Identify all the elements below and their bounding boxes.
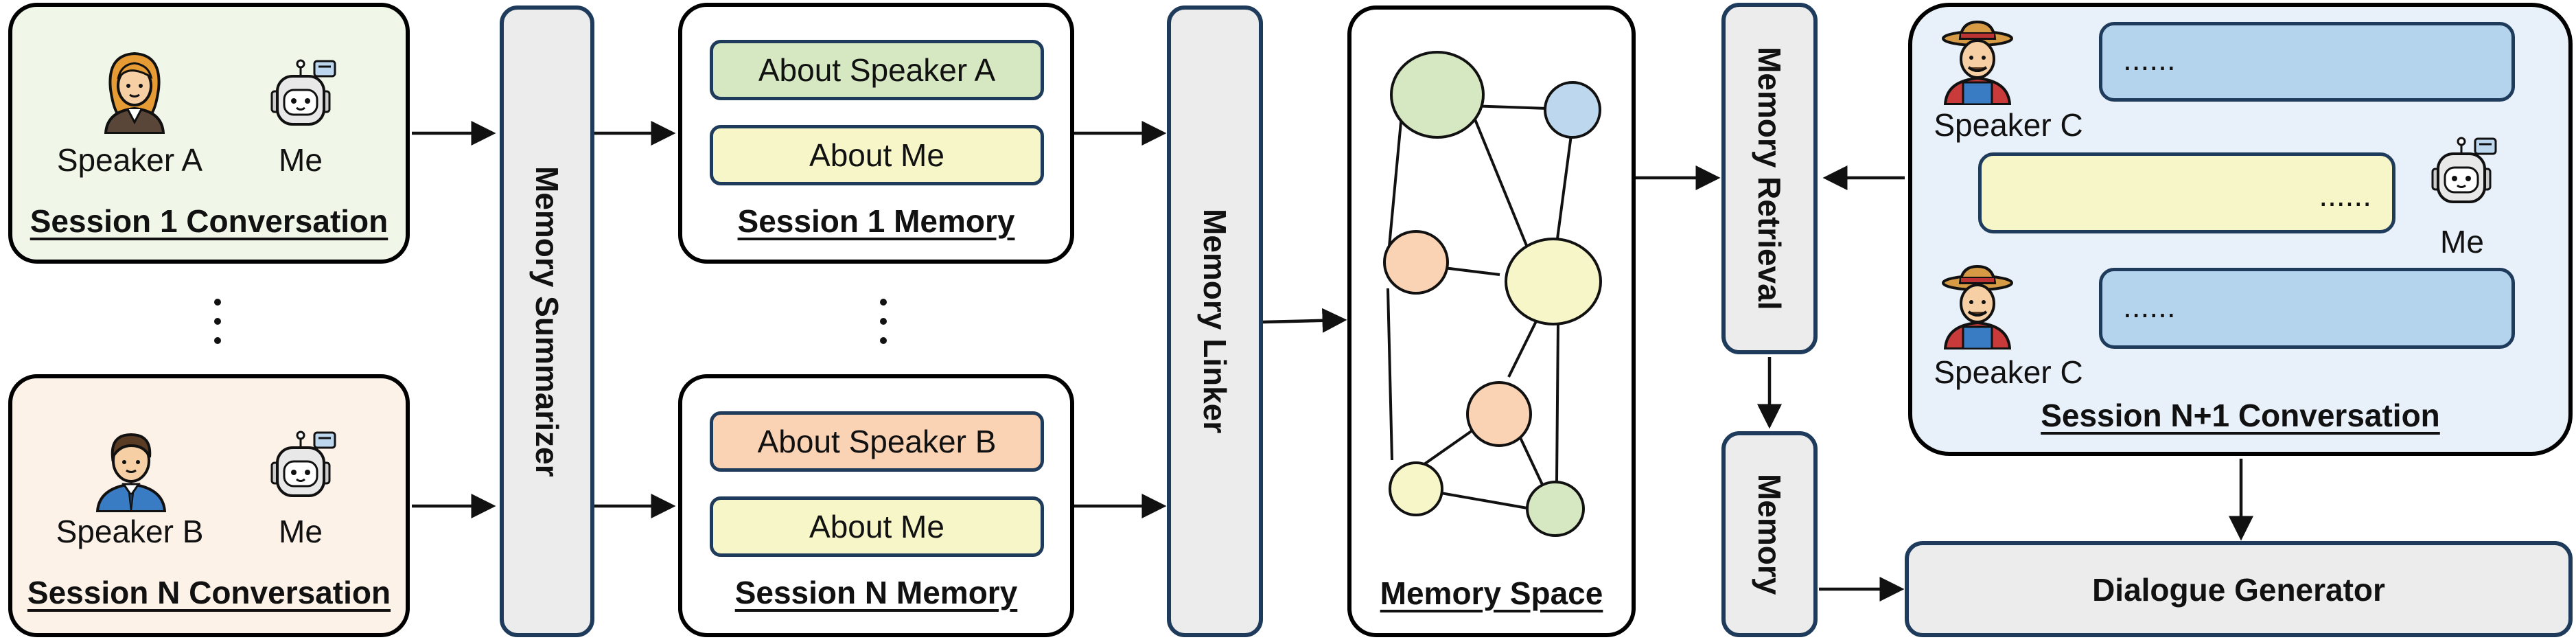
me-message-bubble: ...... [1978,152,2395,233]
memory-label: Memory [1752,473,1787,595]
speaker-b-label: Speaker B [56,514,204,549]
bubble-ellipsis-text: ...... [2123,41,2176,77]
memory-retrieval-label: Memory Retrieval [1752,47,1787,310]
bubble-ellipsis-text: ...... [2123,288,2176,324]
graph-edge [1555,322,1559,481]
robot-me-icon [2422,136,2504,215]
memory-space-title: Memory Space [1380,575,1603,611]
arrow-linker-to-space [1262,308,1347,333]
graph-edge [1467,104,1529,248]
woman-speaker-icon [100,48,169,137]
robot-me-icon [261,58,343,137]
man-speaker-icon [93,426,169,516]
memory-bar: Memory [1721,431,1818,637]
sessionN-memory-box: About Speaker B About Me Session N Memor… [678,374,1074,637]
graph-node-orange [1466,381,1532,447]
me-label: Me [279,142,323,178]
memory-space-box: Memory Space [1347,5,1636,637]
sessionN-conversation-box: Speaker B Me Session N Conversation [8,374,410,637]
graph-node-green [1390,51,1485,139]
sessionN-conversation-title: Session N Conversation [27,575,391,610]
sessionN1-conversation-box: Speaker C ...... ...... Me [1908,3,2573,456]
memory-linker-label: Memory Linker [1197,209,1233,434]
me-label: Me [2440,224,2484,260]
graph-node-blue [1544,81,1601,139]
speaker-c-label: Speaker C [1934,107,2083,143]
speaker-a-label: Speaker A [56,142,203,178]
graph-edge [1516,430,1546,490]
about-me-pill: About Me [710,125,1044,185]
session1-conversation-title: Session 1 Conversation [30,203,388,239]
bubble-ellipsis-text: ...... [2319,177,2371,213]
me-label: Me [279,514,323,549]
graph-node-yellow [1389,461,1443,516]
graph-node-yellow [1505,238,1602,325]
memory-summarizer-label: Memory Summarizer [529,165,565,477]
sessionN1-conversation-title: Session N+1 Conversation [2041,398,2440,433]
memory-retrieval-bar: Memory Retrieval [1721,3,1818,354]
speaker-c-label: Speaker C [1934,354,2083,390]
ellipsis-vertical [214,299,222,356]
session1-conversation-box: Speaker A Me Session 1 Conversation [8,3,410,264]
memory-linker-bar: Memory Linker [1167,5,1263,637]
session1-memory-title: Session 1 Memory [737,203,1015,239]
speaker-c-message-bubble: ...... [2099,268,2515,349]
dialogue-generator-label: Dialogue Generator [2092,572,2385,608]
ellipsis-vertical [880,299,888,356]
graph-edge [1555,124,1574,244]
about-speaker-a-pill: About Speaker A [710,40,1044,100]
speaker-c-message-bubble: ...... [2099,22,2515,102]
sessionN-memory-title: Session N Memory [734,575,1018,610]
dialogue-generator-box: Dialogue Generator [1905,541,2573,637]
about-me-pill: About Me [710,496,1044,557]
farmer-speaker-icon [1940,264,2015,353]
session1-memory-box: About Speaker A About Me Session 1 Memor… [678,3,1074,264]
about-speaker-b-pill: About Speaker B [710,411,1044,472]
graph-node-green [1526,481,1585,537]
robot-me-icon [261,430,343,509]
memory-summarizer-bar: Memory Summarizer [500,5,594,637]
farmer-speaker-icon [1940,19,2015,108]
graph-edge [1386,288,1393,461]
graph-edge [1507,321,1538,378]
graph-node-orange [1383,230,1449,295]
